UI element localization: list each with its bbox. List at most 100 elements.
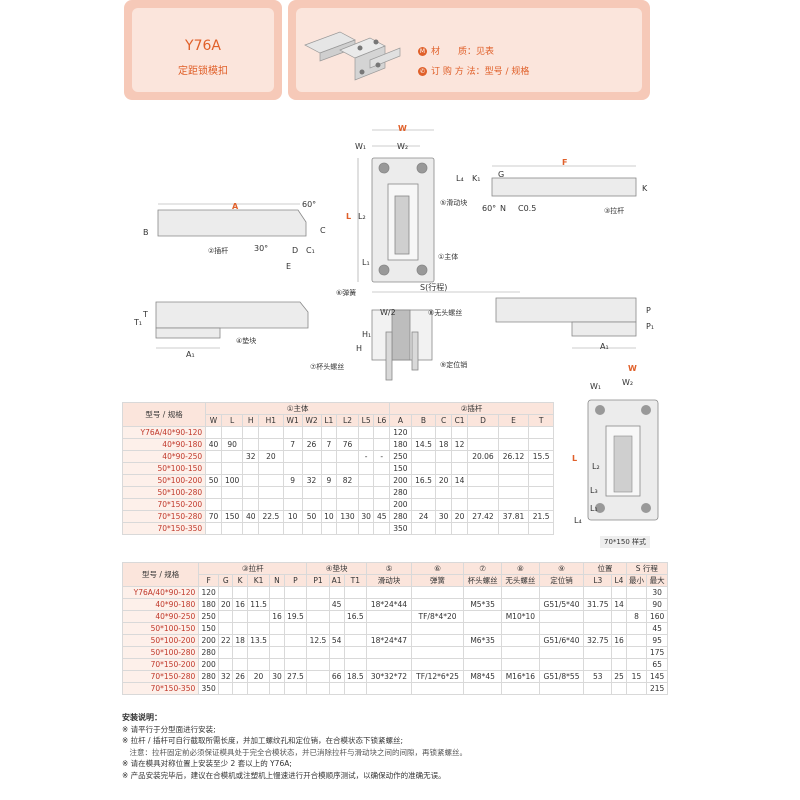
dim-n: N <box>500 204 506 213</box>
table-cell <box>343 622 368 635</box>
table-cell <box>301 450 322 463</box>
table-cell: 65 <box>646 658 668 671</box>
stroke-min-cell <box>625 622 648 635</box>
table-cell <box>467 462 499 475</box>
table-cell: 50 <box>205 474 222 487</box>
table-cell <box>497 474 530 487</box>
table-cell <box>435 522 452 535</box>
table-cell <box>497 498 530 511</box>
table-cell <box>220 498 244 511</box>
table-cell <box>283 598 308 611</box>
dim-30: 30° <box>254 244 269 253</box>
table-cell <box>328 586 345 599</box>
table-cell: 32 <box>301 474 322 487</box>
table-cell <box>220 486 244 499</box>
table-cell <box>373 486 391 499</box>
table-cell <box>218 622 234 635</box>
table-cell: 18*24*44 <box>366 598 412 611</box>
table-cell: 250 <box>198 610 220 623</box>
table-cell <box>246 610 271 623</box>
table-cell <box>258 438 284 451</box>
table-cell <box>435 450 452 463</box>
table-cell: 16 <box>232 598 248 611</box>
t1-col-header: W1 <box>282 414 303 427</box>
stroke-min-cell <box>625 586 648 599</box>
sample-dim-l4: L₄ <box>574 516 582 525</box>
table-cell <box>220 450 244 463</box>
install-notes: 安装说明： ※ 请平行于分型面进行安装; ※ 拉杆 / 插杆可自行截取所需长度，… <box>122 712 467 781</box>
model-cell: Y76A/40*90-120 <box>121 586 200 599</box>
table-cell <box>242 486 260 499</box>
table-cell: M5*35 <box>463 598 502 611</box>
table-cell: 120 <box>198 586 220 599</box>
table-cell: 16 <box>269 610 285 623</box>
table-cell <box>306 586 330 599</box>
table-cell <box>611 658 627 671</box>
table-cell <box>258 474 284 487</box>
t1-col-header: L2 <box>336 414 359 427</box>
dim-k: K <box>642 184 648 193</box>
order-row: ✆订 购 方 法：型号 / 规格 <box>418 67 530 77</box>
table-cell <box>232 586 248 599</box>
t2-pad-header: ④垫块 <box>306 562 368 575</box>
table-cell <box>611 610 627 623</box>
table-cell: 32.75 <box>583 634 613 647</box>
label-body: ①主体 <box>438 253 459 261</box>
table-cell <box>410 646 465 659</box>
table-cell <box>373 474 391 487</box>
table-cell <box>246 658 271 671</box>
table-cell <box>497 438 530 451</box>
table-cell <box>258 462 284 475</box>
table-cell: 22.5 <box>258 510 284 523</box>
table-cell <box>463 610 502 623</box>
note-line: ※ 拉杆 / 插杆可自行截取所需长度，并加工螺纹孔和定位销，在合模状态下锁紧螺丝… <box>122 736 403 745</box>
table-cell <box>538 622 585 635</box>
model-cell: 70*150-350 <box>121 522 207 535</box>
dim-c1: C₁ <box>306 246 315 255</box>
table-cell <box>373 522 391 535</box>
table-cell <box>343 586 368 599</box>
table-cell: 10 <box>320 510 338 523</box>
sample-dim-l3: L₃ <box>590 486 598 495</box>
table-cell: 21.5 <box>528 510 554 523</box>
table-cell <box>500 598 540 611</box>
table-cell <box>450 498 469 511</box>
table-cell <box>410 622 465 635</box>
table-cell <box>320 450 338 463</box>
table-cell <box>328 610 345 623</box>
table-cell: 350 <box>389 522 412 535</box>
table-cell <box>410 682 465 695</box>
table-cell <box>283 658 308 671</box>
table-cell: 7 <box>320 438 338 451</box>
table-cell: 30*32*72 <box>366 670 412 683</box>
dim-w-half: W/2 <box>380 308 396 317</box>
table-cell <box>242 498 260 511</box>
table-cell: 280 <box>198 670 220 683</box>
table-cell: 90 <box>646 598 668 611</box>
t2-pos-header: 位置 <box>583 562 627 575</box>
stroke-min-cell <box>625 598 648 611</box>
table-cell: 14 <box>611 598 627 611</box>
t1-col-header: T <box>528 414 554 427</box>
table-cell <box>528 426 554 439</box>
table-cell: 25 <box>611 670 627 683</box>
table-cell: TF/12*6*25 <box>410 670 465 683</box>
model-cell: 50*100-150 <box>121 622 200 635</box>
table-cell <box>246 622 271 635</box>
table-cell: 180 <box>198 598 220 611</box>
table-cell <box>218 586 234 599</box>
table-cell <box>218 682 234 695</box>
stroke-min-cell <box>625 682 648 695</box>
table-cell <box>538 682 585 695</box>
table-cell <box>467 426 499 439</box>
model-cell: 50*100-200 <box>121 474 207 487</box>
table-cell <box>410 598 465 611</box>
dim-w: W <box>398 124 407 133</box>
model-cell: 40*90-180 <box>121 438 207 451</box>
table-cell <box>357 486 375 499</box>
table-cell: 50 <box>301 510 322 523</box>
table-cell <box>282 450 303 463</box>
table-cell <box>611 646 627 659</box>
label-pad: ④垫块 <box>236 337 257 345</box>
